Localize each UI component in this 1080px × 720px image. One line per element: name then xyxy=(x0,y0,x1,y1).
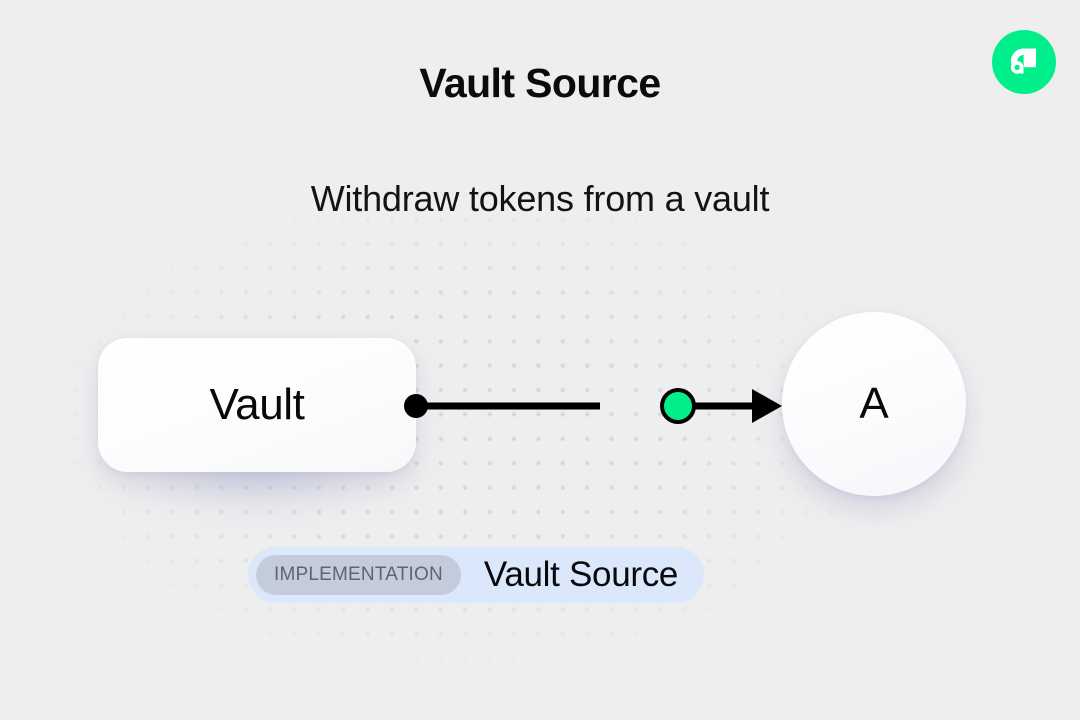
node-account-label: A xyxy=(859,379,889,428)
implementation-name-label: Vault Source xyxy=(483,555,679,594)
implementation-badge[interactable]: IMPLEMENTATION Vault Source xyxy=(248,547,705,603)
implementation-tag-label: IMPLEMENTATION xyxy=(256,555,461,595)
node-account[interactable]: A xyxy=(782,312,966,496)
source-handle-dot-icon[interactable] xyxy=(404,394,428,418)
edge-midpoint-dot-icon[interactable] xyxy=(660,388,696,424)
page-title: Vault Source xyxy=(419,60,661,106)
page-subtitle: Withdraw tokens from a vault xyxy=(310,178,770,219)
arrowhead-icon xyxy=(752,389,782,423)
flow-logo-icon xyxy=(992,30,1056,94)
node-vault-label: Vault xyxy=(209,380,305,429)
node-vault[interactable]: Vault xyxy=(98,338,416,472)
